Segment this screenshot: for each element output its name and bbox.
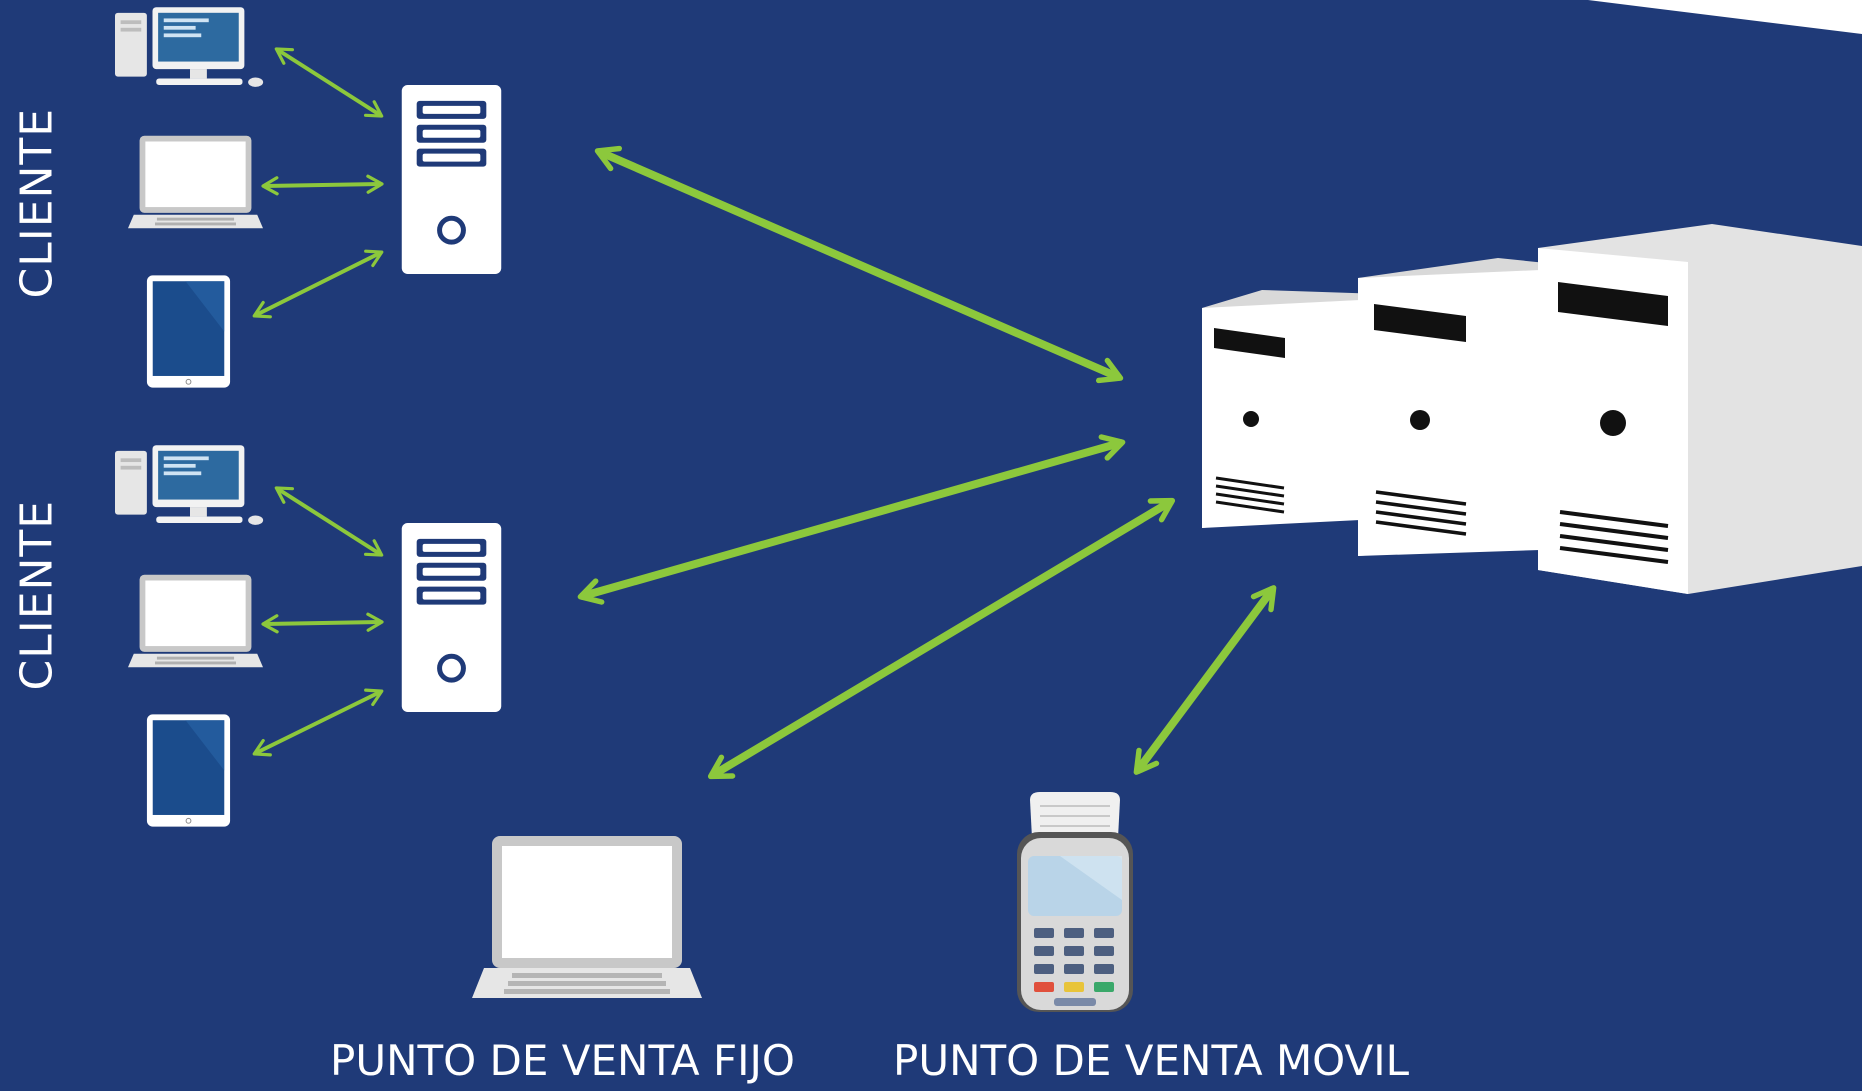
client-link-arrows-top	[252, 47, 384, 319]
tablet-icon	[146, 274, 231, 389]
local-server-icon	[402, 523, 501, 712]
corner-decoration	[1588, 0, 1862, 34]
payment-terminal-icon	[1017, 792, 1133, 1012]
desktop-computer-icon	[115, 445, 264, 525]
pos-fixed-label: PUNTO DE VENTA FIJO	[330, 1036, 795, 1085]
desktop-computer-icon	[115, 7, 264, 87]
pos-mobile-label: PUNTO DE VENTA MOVIL	[893, 1036, 1410, 1085]
tablet-icon	[146, 713, 231, 828]
local-server-icon	[402, 85, 501, 274]
laptop-icon	[128, 574, 263, 668]
pos-fixed-laptop-icon	[472, 836, 702, 998]
datacenter-link-arrows	[577, 145, 1277, 780]
client-link-arrows-bottom	[252, 486, 384, 757]
datacenter-servers-icon	[1202, 224, 1862, 594]
laptop-icon	[128, 135, 263, 229]
